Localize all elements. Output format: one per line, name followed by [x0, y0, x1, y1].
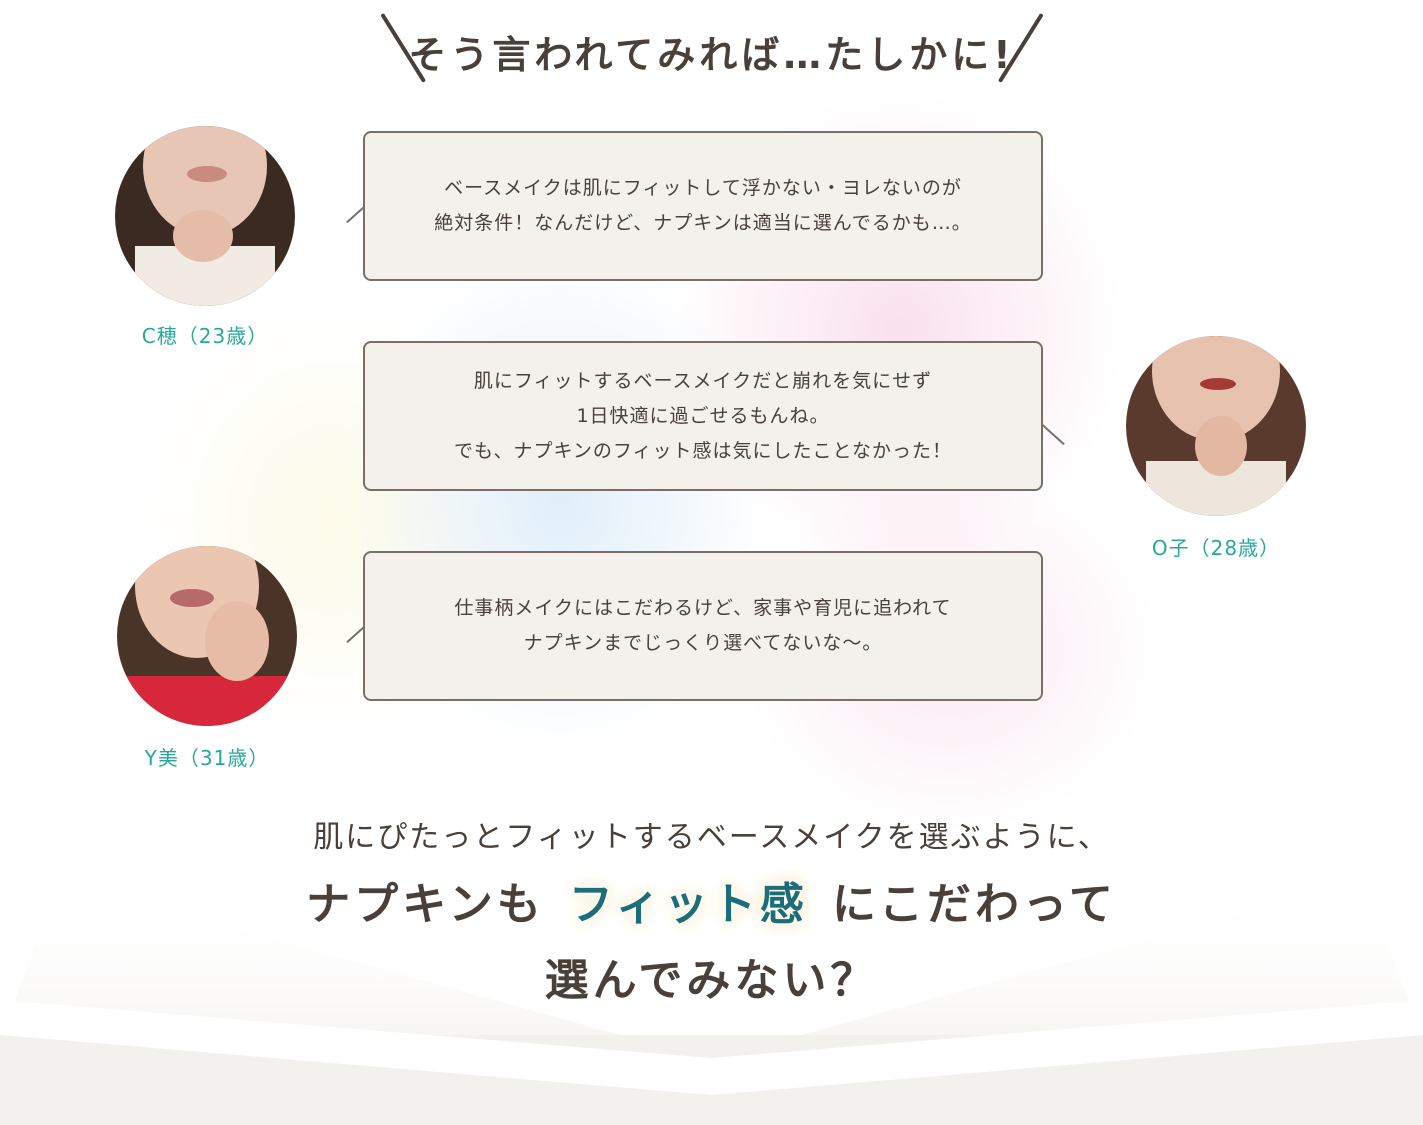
name-y-mi: Y美（31歳）	[144, 746, 270, 770]
name-o-ko: O子（28歳）	[1151, 536, 1281, 560]
portrait-photo-icon	[117, 546, 297, 726]
avatar-c-ho	[115, 126, 295, 306]
bubble-text-line: 1日快適に過ごせるもんね。	[576, 404, 830, 427]
bubble-text-line: ナプキンまでじっくり選べてないな〜。	[523, 632, 883, 654]
bubble-text-line: ベースメイクは肌にフィットして浮かない・ヨレないのが	[444, 177, 962, 199]
bubble-text-line: 肌にフィットするベースメイクだと崩れを気にせず	[473, 369, 933, 392]
closing-line-1-pre: ナプキンも	[306, 879, 545, 930]
portrait-photo-icon	[1126, 336, 1306, 516]
bubble-text-line: 絶対条件！なんだけど、ナプキンは適当に選んでるかも…。	[434, 212, 972, 234]
portrait-photo-icon	[115, 126, 295, 306]
avatar-y-mi	[117, 546, 297, 726]
heading-text: そう言われてみれば…たしかに!	[408, 33, 1015, 77]
closing-line-1: ナプキンもフィット感にこだわって	[0, 868, 1423, 932]
closing-line-2: 選んでみない？	[544, 955, 879, 1006]
closing-subtitle: 肌にぴたっとフィットするベースメイクを選ぶように、	[313, 820, 1110, 855]
fit-highlight: フィット感	[568, 879, 808, 930]
chevron-arrow	[0, 1000, 1423, 1095]
name-c-ho: C穂（23歳）	[141, 324, 269, 348]
avatar-o-ko	[1126, 336, 1306, 516]
bubble-text-line: 仕事柄メイクにはこだわるけど、家事や育児に追われて	[454, 597, 952, 619]
closing-line-1-post: にこだわって	[831, 879, 1117, 930]
bubble-text-line: でも、ナプキンのフィット感は気にしたことなかった！	[454, 439, 952, 462]
section-heading: そう言われてみれば…たしかに!	[0, 12, 1423, 84]
speech-bubble-3: 仕事柄メイクにはこだわるけど、家事や育児に追われて ナプキンまでじっくり選べてな…	[363, 551, 1043, 701]
speech-bubble-1: ベースメイクは肌にフィットして浮かない・ヨレないのが 絶対条件！なんだけど、ナプ…	[363, 131, 1043, 281]
speech-bubble-2: 肌にフィットするベースメイクだと崩れを気にせず 1日快適に過ごせるもんね。 でも…	[363, 341, 1043, 491]
